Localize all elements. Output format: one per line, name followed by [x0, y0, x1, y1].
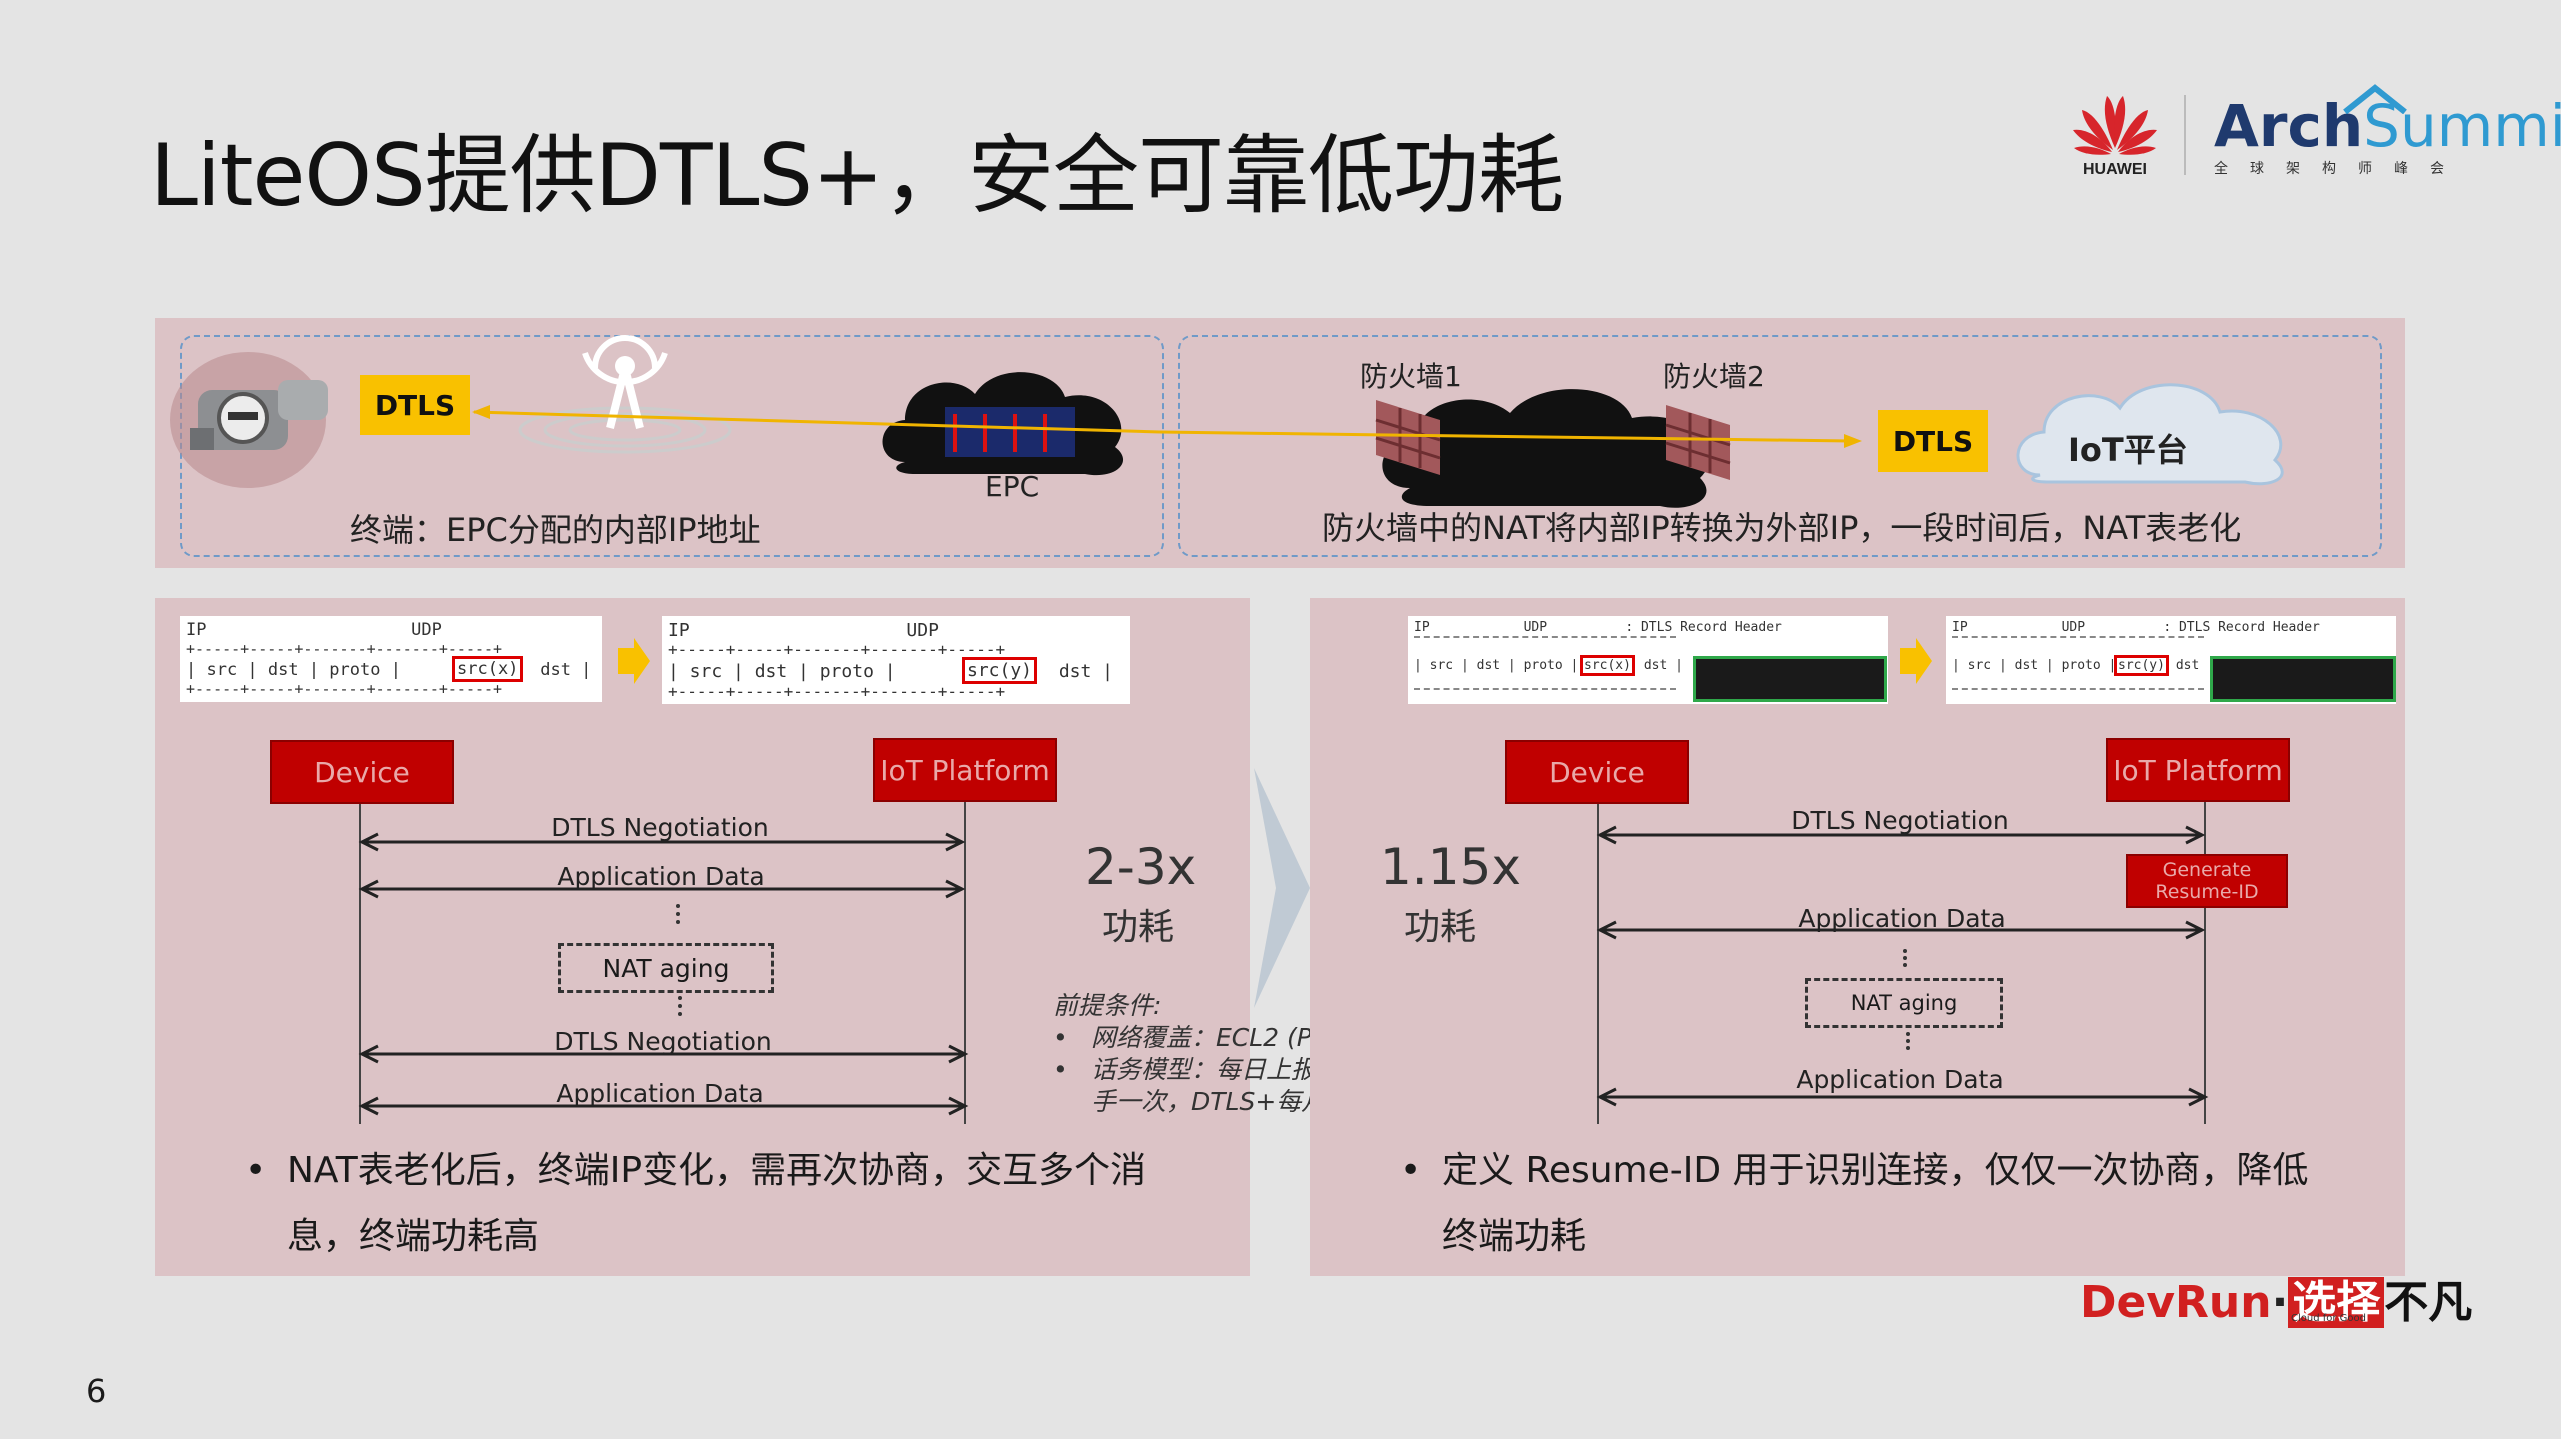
right-platform-header: IoT Platform — [2106, 738, 2290, 802]
huawei-wordmark: HUAWEI — [2083, 161, 2147, 178]
left-msg-application-data-1: Application Data — [557, 862, 765, 891]
dtls-flow-arrows — [472, 405, 1862, 448]
devrun-slogan: Cloud for Good — [2291, 1313, 2367, 1324]
left-packet-header-before: IP UDP +-----+-----+-------+-------+----… — [180, 616, 602, 702]
nat-dashed-box — [1178, 335, 2382, 557]
right-bullet-text: 定义 Resume-ID 用于识别连接，仅仅一次协商，降低终端功耗 — [1442, 1150, 2309, 1257]
slide-title: LiteOS提供DTLS+，安全可靠低功耗 — [150, 126, 1564, 226]
right-panel — [1310, 598, 2405, 1276]
right-msg-application-data-2: Application Data — [1796, 1065, 2004, 1094]
left-msg-dtls-negotiation-1: DTLS Negotiation — [551, 813, 769, 842]
iot-platform-label: IoT平台 — [2068, 431, 2188, 469]
right-device-header: Device — [1505, 740, 1689, 804]
left-bullet: • NAT表老化后，终端IP变化，需再次协商，交互多个消息，终端功耗高 — [245, 1138, 1195, 1270]
left-transition-arrow-icon — [618, 638, 650, 684]
archsummit-subtitle: 全球架构师峰会 — [2214, 161, 2466, 177]
right-packet-header-after: IP UDP : DTLS Record Header | src | dst … — [1946, 616, 2396, 704]
left-power-label: 功耗 — [1102, 907, 1175, 948]
right-transition-arrow-icon — [1900, 638, 1932, 684]
right-msg-dtls-negotiation: DTLS Negotiation — [1791, 806, 2009, 835]
left-panel — [155, 598, 1250, 1276]
cell-tower-icon — [518, 335, 732, 454]
right-power-label: 功耗 — [1404, 907, 1477, 948]
dtls-left-box: DTLS — [360, 375, 470, 435]
right-bullet: • 定义 Resume-ID 用于识别连接，仅仅一次协商，降低终端功耗 — [1400, 1138, 2340, 1270]
left-msg-application-data-2: Application Data — [556, 1079, 764, 1108]
right-platform-lifeline — [2204, 802, 2206, 1124]
right-msg-application-data-1: Application Data — [1798, 904, 2006, 933]
left-nat-aging-box: NAT aging — [558, 943, 774, 993]
devrun-dot: · — [2271, 1277, 2289, 1328]
right-device-lifeline — [1597, 804, 1599, 1124]
left-power-ratio: 2-3x — [1085, 838, 1197, 896]
right-nat-aging-box: NAT aging — [1805, 978, 2003, 1028]
internet-cloud-icon — [1382, 389, 1711, 508]
page-number: 6 — [86, 1372, 107, 1410]
archsummit-roof-icon — [2343, 84, 2407, 114]
epc-cloud-icon — [882, 372, 1124, 476]
left-device-header: Device — [270, 740, 454, 804]
right-power-ratio: 1.15x — [1380, 838, 1521, 896]
iot-platform-cloud-icon — [2016, 383, 2284, 486]
left-device-lifeline — [359, 804, 361, 1124]
left-packet-header-after: IP UDP +-----+-----+-------+-------+----… — [662, 616, 1130, 704]
terminal-caption: 终端：EPC分配的内部IP地址 — [350, 511, 761, 549]
firewall1-label: 防火墙1 — [1360, 360, 1462, 393]
firewall2-label: 防火墙2 — [1663, 360, 1765, 393]
logo-divider — [2184, 95, 2186, 175]
left-bullet-text: NAT表老化后，终端IP变化，需再次协商，交互多个消息，终端功耗高 — [287, 1150, 1147, 1257]
right-packet-header-before: IP UDP : DTLS Record Header | src | dst … — [1408, 616, 1888, 704]
firewall2-icon — [1665, 405, 1731, 480]
dtls-record-header-block — [1693, 656, 1887, 702]
left-platform-lifeline — [964, 802, 966, 1124]
epc-label: EPC — [985, 470, 1040, 503]
conditions-head: 前提条件: — [1053, 991, 1162, 1020]
dtls-record-header-block — [2210, 656, 2396, 702]
left-msg-dtls-negotiation-2: DTLS Negotiation — [554, 1027, 772, 1056]
generate-resume-id-box: Generate Resume-ID — [2126, 854, 2288, 908]
nat-caption: 防火墙中的NAT将内部IP转换为外部IP，一段时间后，NAT表老化 — [1322, 509, 2242, 547]
devrun-logo: DevRun·选择不凡 — [2080, 1277, 2473, 1328]
dtls-right-box: DTLS — [1878, 410, 1988, 472]
chevron-right-icon — [1254, 768, 1310, 1008]
water-meter-icon — [170, 352, 328, 488]
archsummit-logo: ArchSummit — [2214, 92, 2561, 160]
huawei-logo: HUAWEI — [2073, 96, 2157, 178]
firewall1-icon — [1375, 400, 1441, 475]
left-platform-header: IoT Platform — [873, 738, 1057, 802]
